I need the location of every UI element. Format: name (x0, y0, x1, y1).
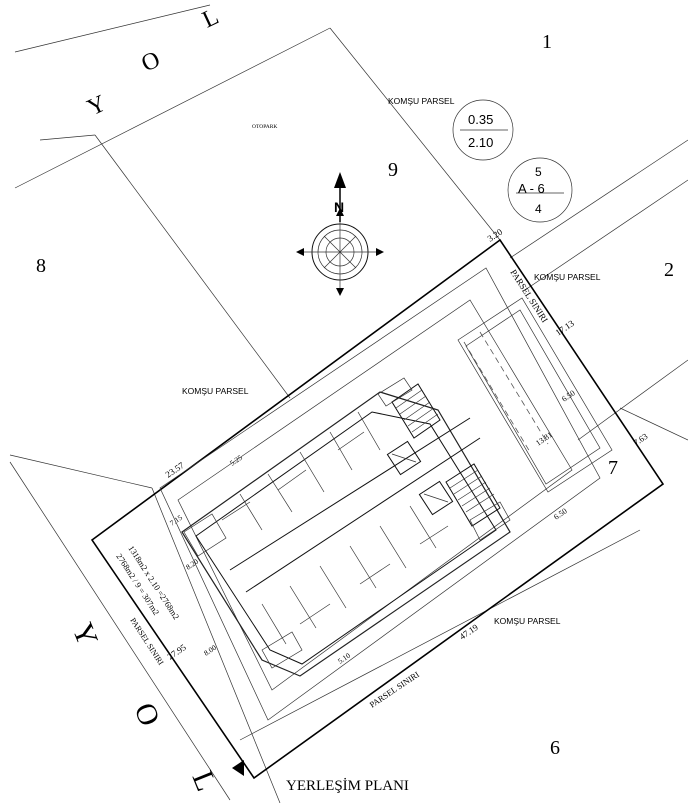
coefficient-bottom: 2.10 (468, 135, 493, 150)
parcel-number-8: 8 (36, 255, 46, 277)
staircase (391, 383, 441, 439)
road-letter-y-top: Y (84, 91, 111, 122)
parcel-number-9: 9 (388, 159, 398, 181)
dim-5-25: 5.25 (228, 453, 244, 468)
parcel-number-6: 6 (550, 737, 560, 759)
dim-17-13: 17.13 (554, 318, 577, 338)
road-lines (9, 4, 331, 803)
parcel-boundary (90, 238, 665, 780)
parsel-siniri-left: PARSEL SINIRI (128, 616, 165, 667)
entrance-marker (232, 760, 244, 776)
road-letter-l-top: L (199, 4, 223, 34)
komsu-parsel-top: KOMŞU PARSEL (388, 96, 455, 106)
parcel-number-1: 1 (542, 31, 552, 53)
dim-23-57: 23.57 (164, 460, 187, 480)
dim-7-63: 7.63 (632, 431, 650, 448)
komsu-parsel-right: KOMŞU PARSEL (534, 272, 601, 282)
road-letter-o-top: O (138, 47, 165, 78)
parcel-number-2: 2 (664, 259, 674, 281)
road-letter-o-bottom: O (128, 698, 167, 730)
setback-line (159, 267, 601, 721)
road-letter-y-bottom: Y (66, 618, 105, 650)
staircase (445, 463, 501, 527)
parcel-lines (39, 27, 688, 741)
drawing-title: YERLEŞİM PLANI (286, 778, 409, 794)
dim-27-95: 27.95 (166, 642, 189, 662)
dim-47-19: 47.19 (458, 622, 481, 642)
dim-3-20: 3.20 (486, 226, 505, 243)
coefficient-circle (452, 99, 514, 161)
parsel-siniri-bottom: PARSEL SINIRI (368, 669, 422, 710)
dim-7-15: 7.15 (168, 513, 184, 528)
dim-6-50-b: 6.50 (552, 506, 569, 521)
parking-zone (457, 297, 613, 493)
komsu-parsel-bottom: KOMŞU PARSEL (494, 616, 561, 626)
north-label: N (334, 199, 344, 215)
zoning-circle (507, 157, 573, 223)
north-arrow (296, 172, 384, 296)
parking-zone-inner (465, 309, 601, 485)
dim-5-10: 5.10 (336, 651, 352, 666)
zoning-middle: A - 6 (518, 181, 545, 196)
parcel-number-7: 7 (608, 457, 618, 479)
dim-13-81: 13.81 (534, 430, 554, 448)
komsu-parsel-left: KOMŞU PARSEL (182, 386, 249, 396)
otopark-label: OTOPARK (252, 124, 277, 130)
building-block (181, 377, 511, 677)
coefficient-top: 0.35 (468, 112, 493, 127)
zoning-top: 5 (535, 165, 542, 179)
dim-6-50-a: 6.50 (560, 388, 577, 403)
setback-inner (177, 299, 573, 691)
road-letter-l-bottom: L (186, 766, 223, 795)
zoning-bottom: 4 (535, 202, 542, 216)
